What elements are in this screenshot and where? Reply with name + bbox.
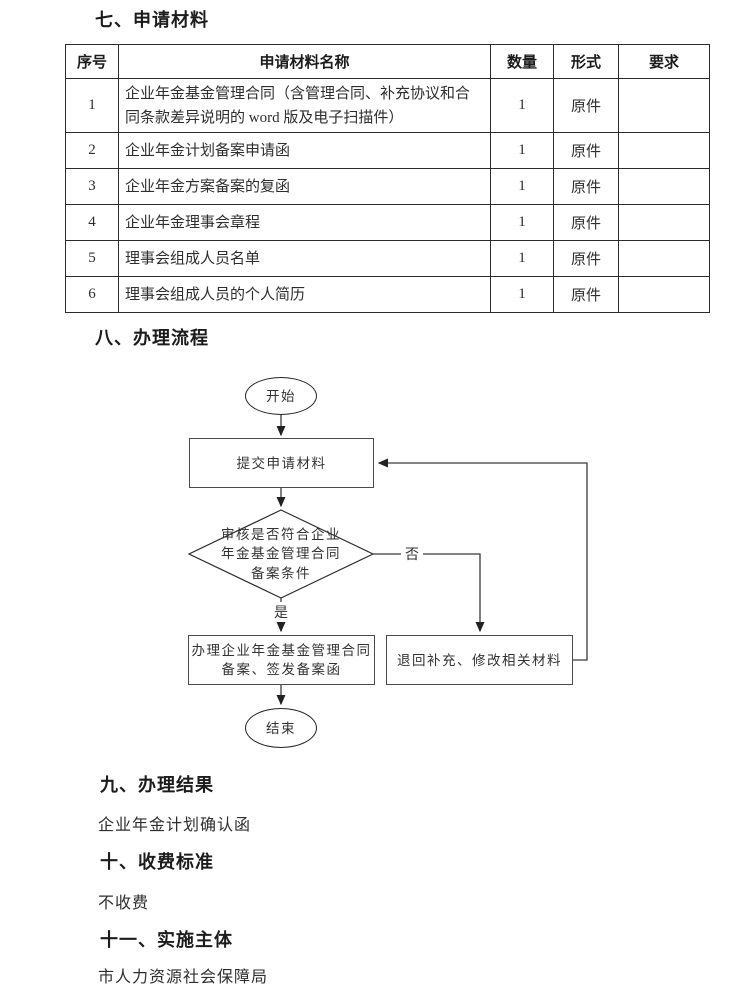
table-row: 2 企业年金计划备案申请函 1 原件 bbox=[65, 132, 710, 169]
section-title-result: 九、办理结果 bbox=[100, 775, 214, 795]
flow-submit-node: 提交申请材料 bbox=[189, 438, 374, 488]
flow-approve-line1: 办理企业年金基金管理合同 bbox=[191, 643, 372, 658]
application-materials-table: 序号 申请材料名称 数量 形式 要求 1 企业年金基金管理合同（含管理合同、补充… bbox=[65, 44, 710, 313]
flow-submit-label: 提交申请材料 bbox=[236, 455, 327, 471]
col-header-index: 序号 bbox=[65, 44, 119, 79]
col-header-material-name: 申请材料名称 bbox=[118, 44, 491, 79]
flowchart-connectors bbox=[187, 415, 588, 706]
flow-decision-node: 审核是否符合企业 年金基金管理合同 备案条件 bbox=[189, 521, 373, 587]
flow-return-node: 退回补充、修改相关材料 bbox=[386, 635, 573, 685]
implementer-text: 市人力资源社会保障局 bbox=[98, 969, 269, 986]
result-text: 企业年金计划确认函 bbox=[98, 817, 252, 834]
flow-approve-label: 办理企业年金基金管理合同 备案、签发备案函 bbox=[192, 641, 372, 679]
flow-start-label: 开始 bbox=[266, 388, 296, 404]
table-row: 5 理事会组成人员名单 1 原件 bbox=[65, 240, 710, 277]
table-row: 3 企业年金方案备案的复函 1 原件 bbox=[65, 168, 710, 205]
flow-return-label: 退回补充、修改相关材料 bbox=[397, 652, 562, 668]
flow-no-branch-label: 否 bbox=[401, 544, 423, 564]
section-title-process-flow: 八、办理流程 bbox=[95, 328, 209, 348]
table-header-row: 序号 申请材料名称 数量 形式 要求 bbox=[65, 44, 710, 79]
fee-text: 不收费 bbox=[98, 895, 150, 912]
process-flowchart: 开始 提交申请材料 审核是否符合企业 年金基金管理合同 备案条件 否 是 办理企… bbox=[0, 355, 746, 763]
flow-start-node: 开始 bbox=[245, 377, 317, 415]
section-title-application-materials: 七、申请材料 bbox=[95, 10, 209, 30]
col-header-form: 形式 bbox=[553, 44, 619, 79]
flow-decision-line1: 审核是否符合企业 bbox=[221, 526, 341, 542]
table-row: 1 企业年金基金管理合同（含管理合同、补充协议和合同条款差异说明的 word 版… bbox=[65, 78, 710, 133]
section-title-fee: 十、收费标准 bbox=[100, 852, 214, 872]
table-row: 6 理事会组成人员的个人简历 1 原件 bbox=[65, 276, 710, 313]
flow-approve-line2: 备案、签发备案函 bbox=[221, 662, 342, 677]
flow-yes-branch-label: 是 bbox=[271, 602, 291, 622]
col-header-requirement: 要求 bbox=[618, 44, 710, 79]
flow-end-label: 结束 bbox=[266, 720, 296, 736]
flow-decision-line3: 备案条件 bbox=[251, 565, 311, 581]
flow-end-node: 结束 bbox=[245, 708, 317, 748]
flow-approve-node: 办理企业年金基金管理合同 备案、签发备案函 bbox=[188, 635, 375, 685]
flow-decision-line2: 年金基金管理合同 bbox=[221, 546, 341, 562]
section-title-implementer: 十一、实施主体 bbox=[100, 930, 233, 950]
table-row: 4 企业年金理事会章程 1 原件 bbox=[65, 204, 710, 241]
col-header-quantity: 数量 bbox=[490, 44, 554, 79]
